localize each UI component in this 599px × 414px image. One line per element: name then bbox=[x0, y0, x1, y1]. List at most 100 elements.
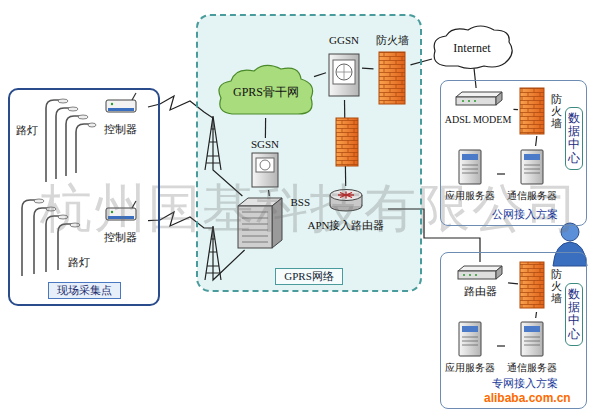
data-center: 数据中心专网接入方案 路由器防火墙应用服务器通信服务器 bbox=[440, 252, 587, 409]
connector bbox=[474, 68, 476, 88]
controller-led bbox=[111, 103, 113, 105]
modem-leds bbox=[462, 100, 476, 101]
server-screen bbox=[524, 326, 540, 332]
connector bbox=[497, 173, 505, 174]
firewall-icon bbox=[379, 52, 405, 104]
node-label: 应用服务器 bbox=[445, 362, 495, 374]
node-label: GGSN bbox=[329, 34, 359, 47]
radio-tower bbox=[205, 116, 221, 170]
server-icon bbox=[521, 150, 543, 184]
connector bbox=[514, 109, 519, 110]
comm-server: 通信服务器 bbox=[505, 146, 559, 202]
server-screen bbox=[462, 326, 478, 332]
vertical-title: 数据中心 bbox=[565, 283, 583, 346]
sgsn-fan bbox=[260, 160, 270, 170]
server-case bbox=[521, 150, 543, 184]
firewall-bricks bbox=[336, 118, 358, 166]
backbone-cloud-shape bbox=[219, 65, 313, 114]
controller: 控制器 bbox=[92, 200, 148, 244]
server-icon bbox=[459, 322, 481, 356]
router: 路由器 bbox=[452, 262, 508, 298]
router-leds bbox=[463, 274, 477, 275]
lamp-label: 路灯 bbox=[16, 124, 38, 137]
controller-front bbox=[108, 108, 134, 111]
server-bays bbox=[462, 337, 478, 345]
server-icon bbox=[459, 150, 481, 184]
firewall: 防火墙 bbox=[518, 260, 562, 312]
server-case bbox=[459, 150, 481, 184]
lamp-head bbox=[58, 99, 68, 103]
firewall-wall bbox=[336, 118, 358, 166]
ggsn-panel bbox=[333, 60, 355, 84]
connector bbox=[535, 312, 537, 318]
modem-front bbox=[456, 97, 496, 105]
comm-server: 通信服务器 bbox=[505, 318, 559, 374]
router-top bbox=[458, 266, 502, 271]
connector bbox=[314, 73, 326, 77]
node-label: 防火墙 bbox=[376, 34, 409, 47]
node-label: 通信服务器 bbox=[507, 190, 557, 202]
bss-node: BSS bbox=[236, 196, 310, 250]
lamp-head bbox=[88, 123, 96, 127]
firewall-bricks bbox=[520, 88, 544, 134]
data-center: 数据中心公网接入方案ADSL MODEM防火墙应用服务器通信服务器 bbox=[440, 80, 587, 226]
modem-top bbox=[456, 92, 502, 97]
lamp-pole bbox=[46, 100, 60, 182]
node-label: 通信服务器 bbox=[507, 362, 557, 374]
firewall-wall bbox=[520, 88, 544, 134]
node-label: SGSN bbox=[251, 138, 279, 151]
node-label: ADSL MODEM bbox=[445, 114, 512, 126]
node-label: GPRS骨干网 bbox=[233, 85, 299, 99]
controller-antenna bbox=[132, 93, 136, 100]
app-server: 应用服务器 bbox=[443, 318, 497, 374]
node-label: 防火墙 bbox=[551, 93, 562, 129]
gprs-region-fill bbox=[197, 15, 421, 291]
scheme-caption: 专网接入方案 bbox=[492, 377, 558, 390]
gprs-region: GPRS网络 GPRS骨干网 GGSN 防火墙 SGSN BSSAPN接入路由器 bbox=[196, 14, 422, 292]
connector bbox=[497, 345, 505, 346]
internet-cloud: Internet bbox=[432, 28, 512, 68]
apn-router: APN接入路由器 bbox=[304, 186, 388, 232]
app-server: 应用服务器 bbox=[443, 146, 497, 202]
ggsn-icon bbox=[329, 54, 359, 96]
firewall-wall bbox=[379, 52, 405, 104]
connector bbox=[536, 136, 537, 146]
field-region: 现场采集点控制器控制器 bbox=[8, 88, 160, 306]
ggsn-fan bbox=[336, 64, 352, 80]
router-front bbox=[458, 271, 496, 279]
lamp-pole bbox=[76, 124, 90, 173]
server-case bbox=[521, 322, 543, 356]
region-title: 现场采集点 bbox=[48, 282, 121, 299]
firewall: 防火墙 bbox=[374, 34, 411, 106]
node-label: 应用服务器 bbox=[445, 190, 495, 202]
controller-body bbox=[106, 100, 136, 112]
server-screen bbox=[462, 154, 478, 160]
sgsn-node: SGSN bbox=[248, 138, 282, 190]
connector bbox=[362, 67, 374, 69]
backbone-cloud: GPRS骨干网 bbox=[218, 66, 314, 118]
internet-cloud-shape bbox=[434, 26, 512, 69]
firewall-bricks bbox=[520, 262, 544, 308]
modem-side bbox=[496, 92, 502, 105]
site-watermark: alibaba.com.cn bbox=[484, 391, 571, 405]
lamp-label: 路灯 bbox=[68, 256, 90, 269]
firewall-icon bbox=[336, 118, 358, 166]
lamp-head bbox=[68, 107, 78, 111]
firewall-icon bbox=[520, 88, 544, 134]
firewall-wall bbox=[520, 262, 544, 308]
region-title: GPRS网络 bbox=[275, 268, 343, 285]
firewall-bricks bbox=[379, 52, 405, 104]
controller-device bbox=[106, 93, 136, 112]
router-side bbox=[496, 266, 502, 279]
ggsn-fan-blades bbox=[336, 64, 352, 80]
server-bays bbox=[524, 165, 540, 173]
node-label: BSS bbox=[290, 196, 310, 209]
modem-icon bbox=[456, 92, 502, 105]
lamp-head bbox=[78, 115, 88, 119]
user-body bbox=[553, 242, 587, 266]
adsl-modem: ADSL MODEM bbox=[443, 88, 514, 126]
node-label: 控制器 bbox=[104, 123, 137, 136]
vertical-title: 数据中心 bbox=[565, 107, 583, 170]
node-label: Internet bbox=[453, 41, 490, 55]
